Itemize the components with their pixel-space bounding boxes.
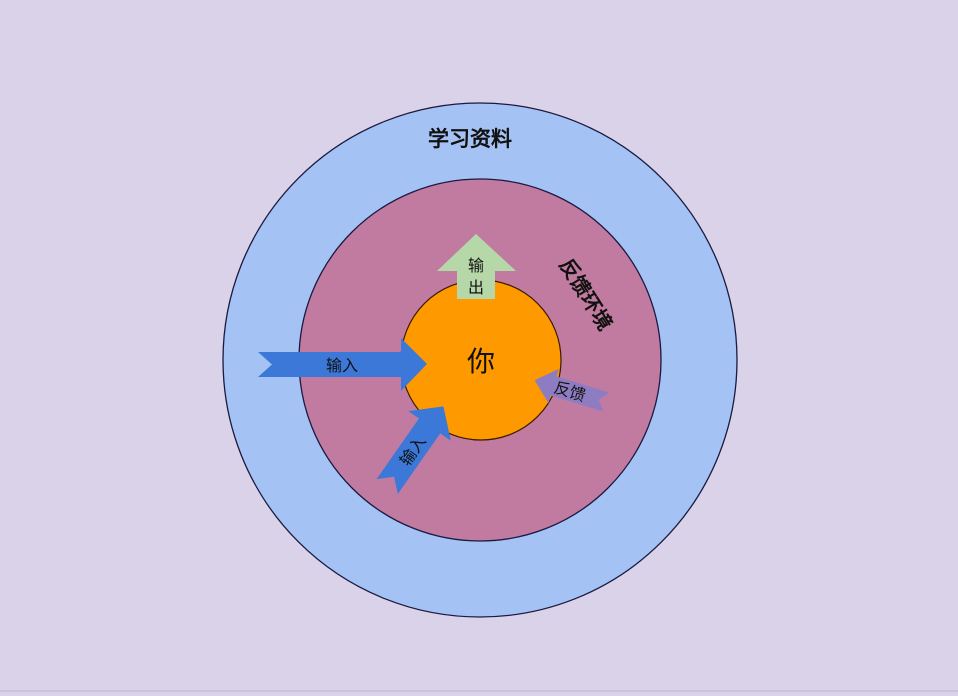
input-arrow-horizontal-label: 输入 <box>326 356 358 375</box>
output-arrow-label-line1: 输 <box>468 256 484 275</box>
arrow-left-icon <box>534 368 610 412</box>
bottom-divider <box>0 690 958 692</box>
arrow-right-icon <box>258 338 427 391</box>
output-arrow: 输 出 <box>437 234 516 299</box>
arrow-up-icon <box>437 234 516 299</box>
output-arrow-label-line2: 出 <box>468 278 484 297</box>
outer-ring-label: 学习资料 <box>428 127 512 151</box>
inner-circle-label: 你 <box>467 345 495 378</box>
input-arrow-horizontal: 输入 <box>258 338 427 391</box>
arrow-up-right-icon <box>376 406 451 495</box>
